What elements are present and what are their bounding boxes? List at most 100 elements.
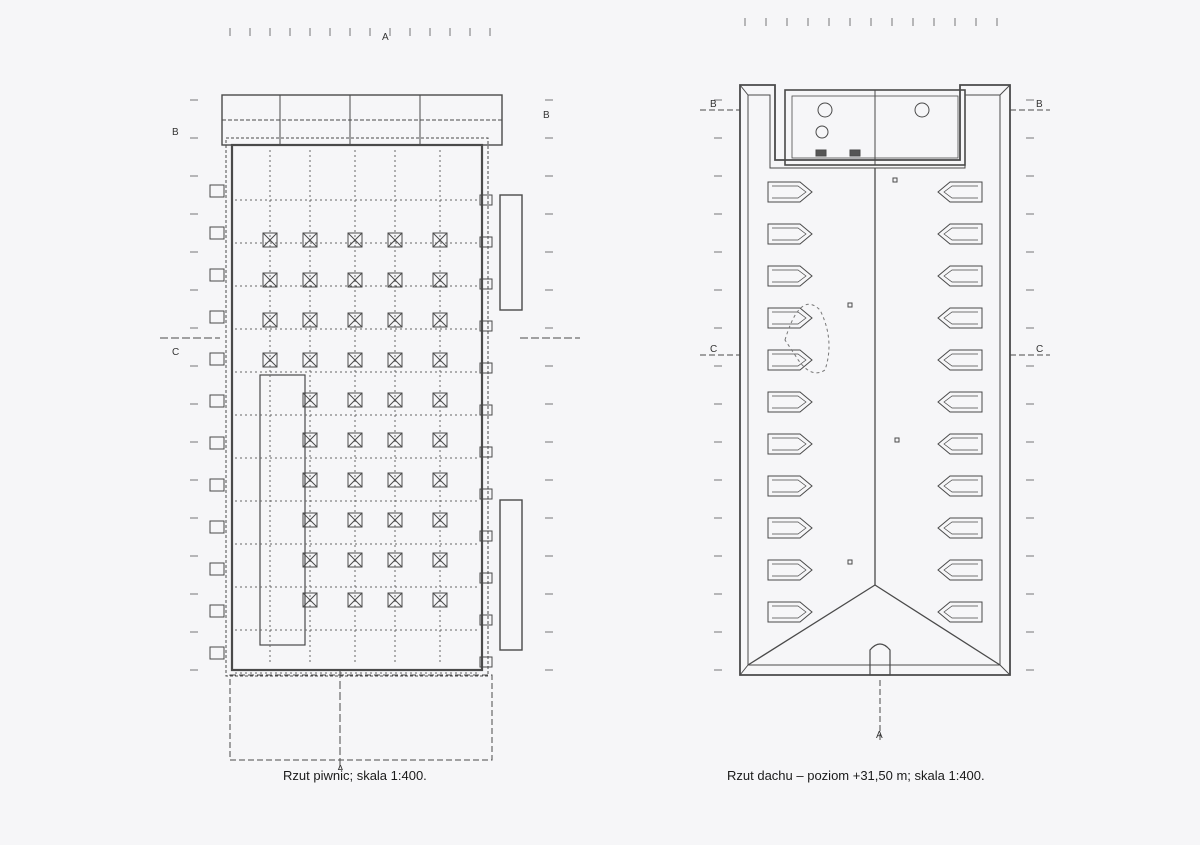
basement-window-niche [209,268,225,282]
roof-dormer-right [937,349,983,371]
basement-floor-plan: B C B C A A [160,10,580,770]
basement-column [347,432,363,448]
basement-column [347,312,363,328]
roof-dormer-left [767,601,813,623]
basement-window-niche [479,278,493,290]
basement-extension-outline [229,674,493,761]
basement-window-niche [479,572,493,584]
roof-dormer-left [767,517,813,539]
roof-plan-caption: Rzut dachu – poziom +31,50 m; skala 1:40… [727,768,985,783]
basement-outer-outline [225,137,489,677]
roof-dormer-right [937,223,983,245]
section-mark-b-left: B [172,127,179,138]
section-mark-a-bottom: A [337,764,344,770]
basement-column [387,312,403,328]
basement-column [432,232,448,248]
basement-column [432,432,448,448]
roof-section-mark-b-right: B [1036,99,1043,110]
basement-column [387,512,403,528]
basement-column [432,592,448,608]
basement-window-niche [479,488,493,500]
basement-window-niche [479,236,493,248]
basement-window-niche [209,436,225,450]
roof-hip-right [874,584,1001,666]
basement-column [302,552,318,568]
roof-dormer-left [767,559,813,581]
basement-column [432,552,448,568]
roof-dormer-left [767,391,813,413]
roof-dormer-right [937,559,983,581]
basement-window-niche [479,362,493,374]
basement-column [302,272,318,288]
roof-bottom-dormer [869,643,891,676]
roof-plan: B B C C A [700,10,1060,770]
roof-dormer-right [937,391,983,413]
basement-column [432,392,448,408]
basement-right-annex-bottom [499,499,523,651]
basement-inner-corridor [259,374,306,646]
roof-dormer-right [937,265,983,287]
basement-column [262,272,278,288]
roof-hip-left [747,584,876,666]
roof-vent-circle-2 [914,102,930,118]
basement-right-annex-top [499,194,523,311]
roof-outline [739,84,1011,676]
roof-dormer-left [767,181,813,203]
roof-dormer-right [937,601,983,623]
roof-dormer-left [767,475,813,497]
basement-window-niche [209,394,225,408]
basement-window-niche [479,446,493,458]
basement-column [387,432,403,448]
roof-section-mark-c-right: C [1036,344,1043,355]
basement-window-niche [209,520,225,534]
basement-column [387,352,403,368]
basement-window-niche [479,404,493,416]
basement-column [302,432,318,448]
basement-window-niche [209,226,225,240]
basement-window-niche [479,530,493,542]
roof-section-mark-c-left: C [710,344,717,355]
basement-column [347,552,363,568]
basement-column [347,232,363,248]
basement-column [387,552,403,568]
roof-dormer-left [767,349,813,371]
section-mark-c-left: C [172,347,179,358]
basement-column [432,472,448,488]
roof-vent-circle-3 [815,125,829,139]
roof-dormer-right [937,433,983,455]
basement-window-niche [479,614,493,626]
basement-window-niche [479,320,493,332]
roof-dormer-left [767,265,813,287]
basement-column [262,232,278,248]
roof-vent-circle-1 [817,102,833,118]
roof-dormer-left [767,433,813,455]
basement-plan-drawing: B C B C A A [160,28,580,770]
basement-window-niche [209,604,225,618]
basement-column [302,232,318,248]
basement-window-niche [479,194,493,206]
basement-column [302,352,318,368]
roof-section-mark-b-left: B [710,99,717,110]
basement-window-niche [209,184,225,198]
basement-column [432,272,448,288]
basement-column [432,512,448,528]
roof-dormer-left [767,223,813,245]
basement-column [387,392,403,408]
basement-column [262,312,278,328]
basement-column [347,512,363,528]
roof-dormer-right [937,517,983,539]
basement-window-niche [479,656,493,668]
basement-column [387,472,403,488]
basement-column [347,352,363,368]
basement-column [262,352,278,368]
basement-column [302,312,318,328]
basement-column [347,472,363,488]
basement-column [432,312,448,328]
section-mark-b-right: B [543,110,550,121]
basement-column [387,232,403,248]
basement-column [387,272,403,288]
basement-column [347,392,363,408]
section-mark-a-top: A [382,32,389,43]
basement-window-niche [209,478,225,492]
roof-dormer-right [937,475,983,497]
